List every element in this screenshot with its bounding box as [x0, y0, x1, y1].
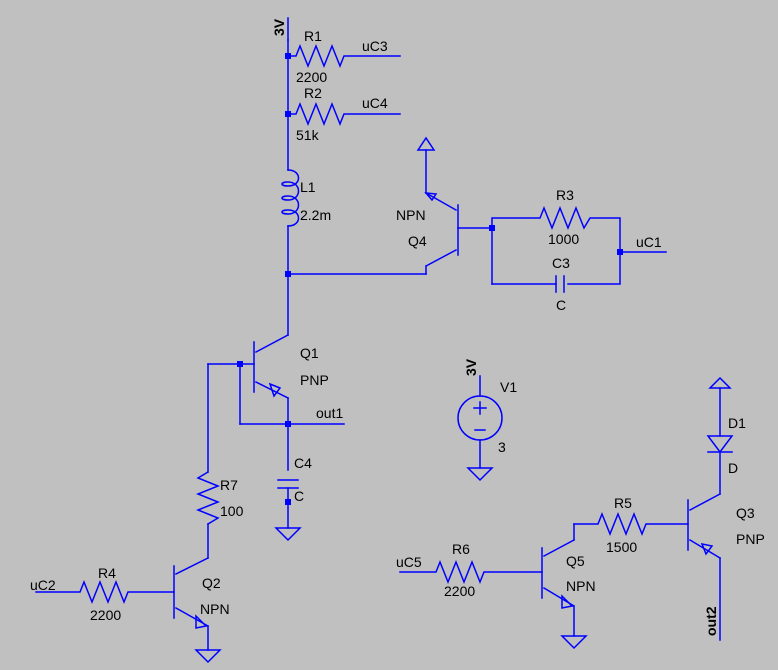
q1-stage: [207, 333, 345, 542]
r4-value: 2200: [90, 607, 121, 623]
net-label-out1: out1: [316, 405, 343, 421]
net-label-uc2: uC2: [30, 577, 56, 593]
q4-top-terminal-symbol: [416, 136, 436, 151]
v1-value: 3: [498, 439, 506, 455]
r7-body[interactable]: [195, 470, 221, 526]
q5-ground-icon: [560, 635, 588, 650]
r3-value: 1000: [548, 231, 579, 247]
q2-type: NPN: [200, 601, 230, 617]
c4-value: C: [294, 488, 304, 504]
r3-body[interactable]: [491, 205, 621, 285]
r5-value: 1500: [606, 539, 637, 555]
net-label-uc3: uC3: [362, 38, 388, 54]
d1-name: D1: [728, 415, 746, 431]
r4-body[interactable]: [35, 579, 175, 605]
q2-name: Q2: [202, 575, 221, 591]
r4-name: R4: [98, 565, 116, 581]
d1-top-terminal-symbol: [708, 376, 732, 389]
q5-type: NPN: [566, 578, 596, 594]
l1-name: L1: [300, 179, 316, 195]
r6-name: R6: [452, 541, 470, 557]
q3-type: PNP: [736, 531, 765, 547]
q2-ground-icon: [194, 649, 222, 664]
net-label-out2: out2: [703, 606, 719, 636]
d1-body[interactable]: [706, 435, 734, 454]
q2-stage: [35, 363, 222, 664]
r5-name: R5: [614, 495, 632, 511]
c4-name: C4: [294, 455, 312, 471]
net-label-uc5: uC5: [396, 554, 422, 570]
top-supply-chain: [281, 17, 401, 336]
q4-type: NPN: [396, 207, 426, 223]
c3-name: C3: [552, 255, 570, 271]
q4-stage: [287, 136, 667, 293]
net-label-3v-v1: 3V: [463, 358, 479, 376]
r6-body[interactable]: [399, 559, 543, 585]
d1-value: D: [728, 460, 738, 476]
c4-ground-icon: [274, 527, 302, 542]
l1-body[interactable]: [281, 169, 300, 227]
r7-value: 100: [220, 503, 244, 519]
q1-name: Q1: [300, 345, 319, 361]
v1-name: V1: [500, 379, 517, 395]
q3-q5-stage: [399, 376, 734, 650]
r3-name: R3: [556, 187, 574, 203]
net-label-uc4: uC4: [362, 95, 388, 111]
net-label-uc1: uC1: [636, 234, 662, 250]
r1-value: 2200: [296, 69, 327, 85]
r2-value: 51k: [296, 127, 320, 143]
r1-name: R1: [304, 28, 322, 44]
r2-body[interactable]: [287, 101, 401, 127]
net-label-3v-top: 3V: [271, 18, 287, 36]
q5-name: Q5: [566, 553, 585, 569]
q3-name: Q3: [736, 505, 755, 521]
l1-value: 2.2m: [300, 207, 331, 223]
c3-value: C: [556, 297, 566, 313]
v1-source: [457, 375, 503, 482]
v1-ground-icon: [466, 467, 494, 482]
q4-name: Q4: [408, 233, 427, 249]
r1-body[interactable]: [287, 43, 401, 69]
r6-value: 2200: [444, 583, 475, 599]
r7-name: R7: [220, 477, 238, 493]
q1-type: PNP: [300, 372, 329, 388]
r5-body[interactable]: [573, 511, 689, 537]
r2-name: R2: [304, 85, 322, 101]
